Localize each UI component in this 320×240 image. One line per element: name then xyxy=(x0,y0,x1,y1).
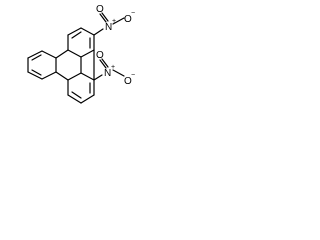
ring-bonds xyxy=(27,27,95,104)
bond xyxy=(31,69,42,76)
oxygen-label: O xyxy=(96,4,104,15)
nitrogen-label: N xyxy=(105,22,112,33)
charge-label: − xyxy=(131,72,135,79)
bond xyxy=(67,94,82,104)
bond xyxy=(67,49,82,58)
bond xyxy=(93,28,104,36)
bond xyxy=(99,59,107,69)
bond xyxy=(41,71,57,80)
bond xyxy=(99,13,107,23)
bond xyxy=(67,72,82,81)
bond xyxy=(31,54,42,61)
nitrogen-label: N xyxy=(104,68,111,79)
bond xyxy=(41,50,57,59)
bond xyxy=(101,58,109,68)
bond xyxy=(80,49,95,58)
oxygen-label: O xyxy=(124,76,132,87)
bond xyxy=(27,71,43,80)
bond xyxy=(71,31,82,39)
bond xyxy=(55,49,69,59)
charge-label: + xyxy=(112,18,116,25)
bond xyxy=(55,71,69,81)
nitro-group-top: N + O O − xyxy=(93,4,135,36)
bond xyxy=(80,72,95,81)
bond xyxy=(27,50,43,59)
oxygen-label: O xyxy=(96,50,104,61)
bond xyxy=(67,27,82,36)
nitro-group-bottom: N + O O − xyxy=(93,50,135,87)
charge-label: − xyxy=(131,10,135,17)
charge-label: + xyxy=(111,64,115,71)
oxygen-label: O xyxy=(124,14,132,25)
bond xyxy=(101,12,109,22)
bond xyxy=(93,74,103,81)
bond xyxy=(112,69,125,77)
dinitrofluoranthene-structure: N + O O − N + O O − xyxy=(27,4,135,104)
bond xyxy=(71,91,82,99)
bond xyxy=(80,27,95,36)
bond xyxy=(80,94,95,104)
bond xyxy=(112,17,125,25)
